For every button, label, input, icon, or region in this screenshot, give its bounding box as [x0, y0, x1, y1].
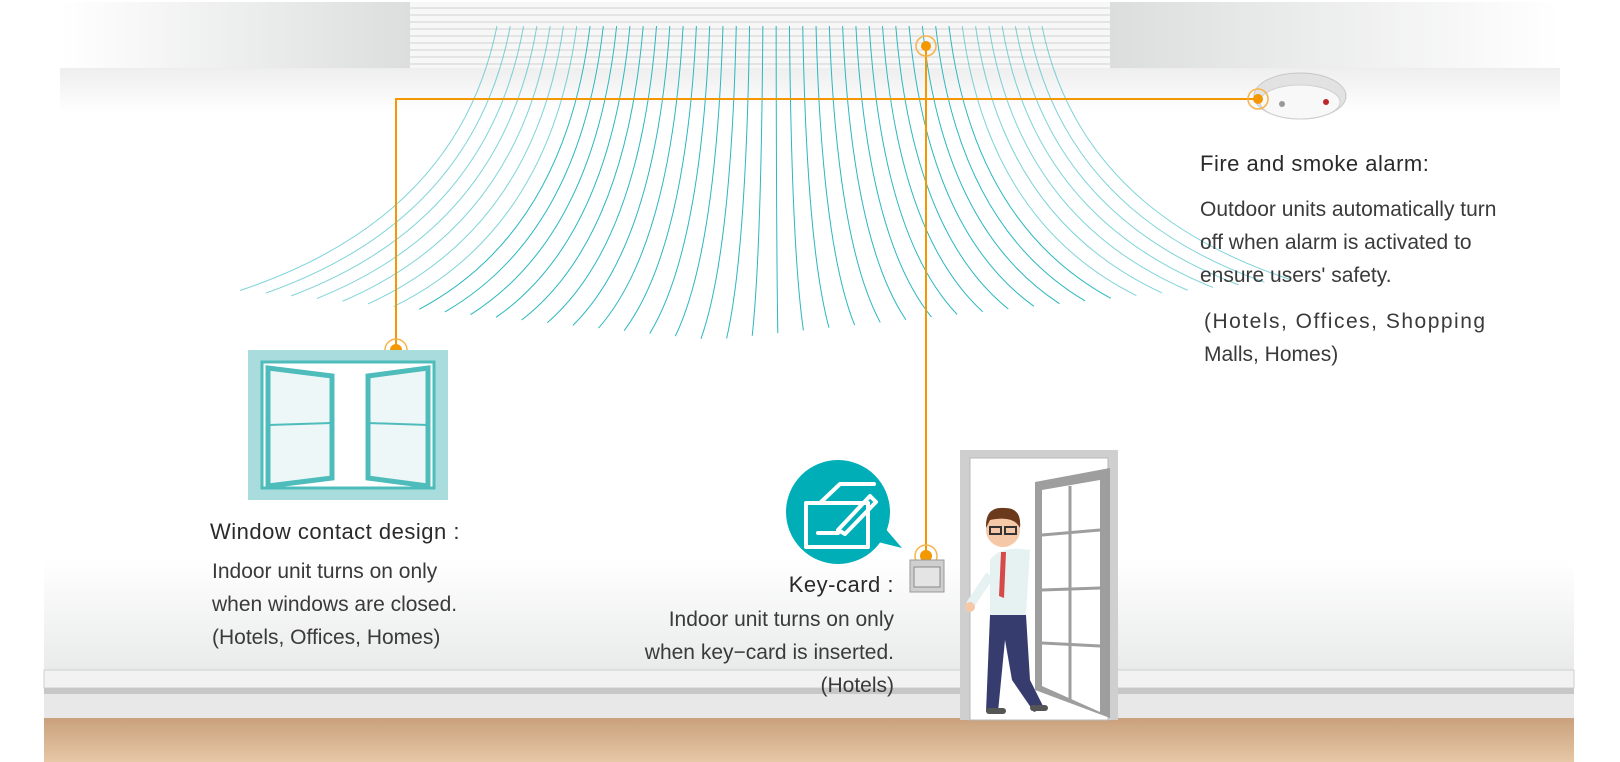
fire-alarm-desc-line: off when alarm is activated to	[1200, 231, 1472, 254]
airflow-line	[815, 25, 856, 326]
airflow-line	[802, 25, 830, 328]
airflow-line	[649, 25, 711, 334]
airflow-line	[868, 25, 958, 315]
airflow-line	[1028, 25, 1265, 283]
ceiling-right	[1110, 2, 1560, 68]
airflow-line	[726, 25, 751, 339]
control-wiring	[395, 46, 1258, 575]
floor	[44, 718, 1574, 762]
airflow-line	[895, 25, 1009, 310]
window-desc-line: when windows are closed.	[212, 593, 458, 616]
airflow-line	[788, 25, 804, 331]
airflow-line	[775, 25, 779, 334]
sensor-dot-ceiling	[915, 35, 937, 57]
airflow-line	[674, 25, 724, 337]
airflow-line	[842, 25, 907, 321]
fire-alarm-desc-line: ensure users' safety.	[1200, 264, 1392, 287]
ceiling-left	[60, 2, 410, 68]
airflow-line	[495, 25, 631, 318]
applications-line: Malls, Homes)	[1204, 343, 1339, 366]
airflow-line	[623, 25, 697, 332]
airflow-line	[239, 25, 498, 291]
airflow-line	[935, 25, 1086, 302]
smoke-alarm	[1253, 72, 1347, 120]
airflow-line	[470, 25, 618, 316]
airflow-line	[598, 25, 684, 329]
airflow-line	[988, 25, 1188, 291]
fire-alarm-description: Outdoor units automatically turn off whe…	[1200, 193, 1496, 292]
applications-line: (Hotels, Offices, Shopping	[1204, 310, 1487, 333]
window-applications: (Hotels, Offices, Homes)	[212, 626, 441, 649]
airflow-line	[908, 25, 1035, 307]
airflow-line	[1001, 25, 1214, 289]
airflow-line	[367, 25, 564, 305]
key-card-title: Key-card :	[788, 572, 894, 597]
airflow-line	[521, 25, 644, 321]
airflow-line	[828, 25, 881, 323]
airflow-line	[265, 25, 511, 294]
window-contact-title: Window contact design :	[210, 519, 460, 544]
airflow-line	[546, 25, 658, 324]
airflow-line	[572, 25, 671, 326]
window-contact-description: Indoor unit turns on only when windows a…	[212, 555, 457, 654]
airflow-line	[342, 25, 551, 302]
fire-alarm-applications: (Hotels, Offices, Shopping Malls, Homes)	[1204, 305, 1487, 371]
fire-alarm-desc-line: Outdoor units automatically turn	[1200, 198, 1497, 221]
wall	[44, 560, 1574, 670]
keycard-desc-line: Indoor unit turns on only	[668, 608, 894, 631]
window-illustration	[248, 350, 448, 500]
airflow-line	[393, 25, 578, 308]
airflow-line	[921, 25, 1060, 305]
airflow-line	[881, 25, 984, 313]
keycard-applications: (Hotels)	[820, 674, 894, 697]
key-card-description: Indoor unit turns on only when key−card …	[645, 603, 894, 702]
sensor-dot-alarm	[1247, 88, 1269, 110]
airflow-line	[419, 25, 591, 310]
airflow-line	[948, 25, 1111, 299]
fire-alarm-title: Fire and smoke alarm:	[1200, 151, 1430, 176]
keycard-desc-line: when key−card is inserted.	[644, 641, 894, 664]
airflow-line	[751, 25, 764, 336]
airflow-lines	[239, 25, 1291, 339]
window-desc-line: Indoor unit turns on only	[212, 560, 438, 583]
airflow-line	[291, 25, 525, 297]
airflow-line	[855, 25, 932, 318]
airflow-line	[961, 25, 1137, 297]
airflow-line	[700, 25, 737, 339]
airflow-line	[1041, 25, 1291, 280]
airflow-line	[316, 25, 538, 300]
indoor-unit-grille	[410, 2, 1110, 68]
person-illustration	[965, 507, 1048, 714]
keycard-switch	[909, 559, 945, 593]
card-insert-icon	[786, 460, 902, 564]
airflow-line	[1014, 25, 1239, 286]
airflow-line	[975, 25, 1163, 294]
airflow-line	[444, 25, 604, 313]
